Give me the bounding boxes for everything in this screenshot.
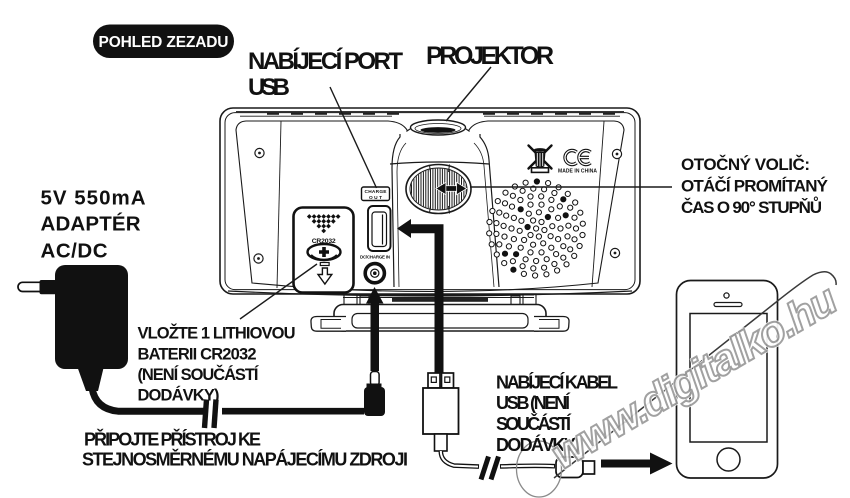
svg-text:OUT: OUT xyxy=(369,195,382,201)
svg-text:(NENÍ SOUČÁSTÍ: (NENÍ SOUČÁSTÍ xyxy=(138,365,259,384)
svg-text:PŘIPOJTE PŘÍSTROJ KE: PŘIPOJTE PŘÍSTROJ KE xyxy=(84,429,261,450)
svg-text:POHLED ZEZADU: POHLED ZEZADU xyxy=(99,34,229,51)
svg-text:PROJEKTOR: PROJEKTOR xyxy=(426,42,554,70)
svg-text:CR2032: CR2032 xyxy=(312,238,336,245)
svg-text:ADAPTÉR: ADAPTÉR xyxy=(41,213,141,236)
svg-text:NABÍJECÍ KABEL: NABÍJECÍ KABEL xyxy=(496,372,618,393)
svg-text:DODÁVKY): DODÁVKY) xyxy=(138,386,220,405)
svg-text:USB (NENÍ: USB (NENÍ xyxy=(496,392,571,413)
svg-text:SOUČÁSTÍ: SOUČÁSTÍ xyxy=(496,413,572,434)
svg-text:USB: USB xyxy=(248,74,290,101)
svg-text:OTÁČÍ PROMÍTANÝ: OTÁČÍ PROMÍTANÝ xyxy=(681,177,829,196)
svg-text:NABÍJECÍ PORT: NABÍJECÍ PORT xyxy=(248,47,403,75)
svg-text:AC/DC: AC/DC xyxy=(41,240,108,263)
svg-text:CHARGE: CHARGE xyxy=(365,189,388,195)
svg-text:ČAS O 90° STUPŇŮ: ČAS O 90° STUPŇŮ xyxy=(681,197,822,217)
svg-text:DODÁVKY): DODÁVKY) xyxy=(496,434,580,455)
svg-text:BATERII CR2032: BATERII CR2032 xyxy=(138,346,257,364)
svg-text:VLOŽTE 1 LITHIOVOU: VLOŽTE 1 LITHIOVOU xyxy=(138,324,296,343)
svg-text:5V 550mA: 5V 550mA xyxy=(41,187,146,210)
svg-text:STEJNOSMĚRNÉMU NAPÁJECÍMU ZDRO: STEJNOSMĚRNÉMU NAPÁJECÍMU ZDROJI xyxy=(82,449,408,470)
svg-text:MADE IN CHINA: MADE IN CHINA xyxy=(558,169,597,175)
svg-text:OTOČNÝ VOLIČ:: OTOČNÝ VOLIČ: xyxy=(681,155,810,174)
svg-text:DC/CHARGE IN: DC/CHARGE IN xyxy=(360,255,390,260)
